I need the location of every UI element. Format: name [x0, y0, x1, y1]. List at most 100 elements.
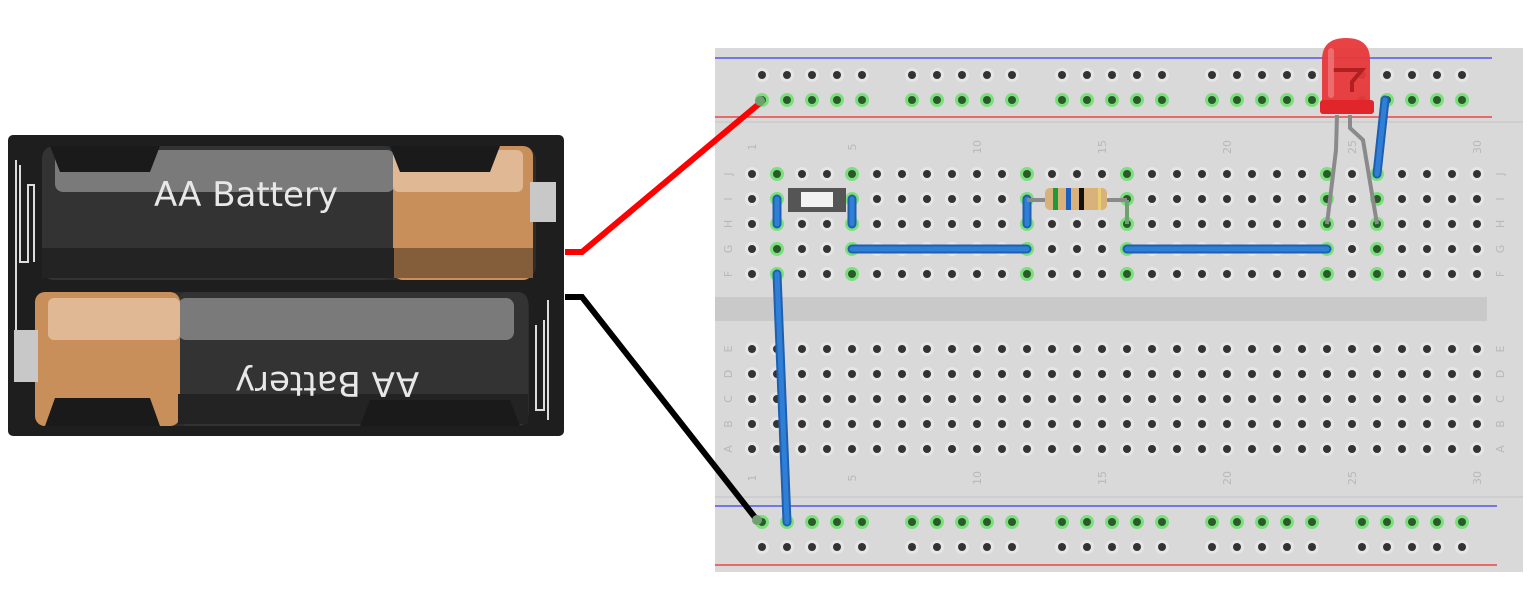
- breadboard-hole-center: [1198, 445, 1206, 453]
- breadboard-hole-center: [1308, 518, 1316, 526]
- breadboard-label: 30: [1471, 471, 1484, 485]
- breadboard-hole-center: [1423, 195, 1431, 203]
- breadboard-hole-center: [808, 518, 816, 526]
- breadboard-hole-center: [1233, 518, 1241, 526]
- breadboard-hole-center: [948, 170, 956, 178]
- breadboard-hole-center: [1123, 170, 1131, 178]
- breadboard-hole-center: [908, 518, 916, 526]
- breadboard-hole-center: [1173, 195, 1181, 203]
- breadboard-label: E: [1494, 345, 1507, 352]
- ground-wire-black[interactable]: [565, 294, 760, 522]
- breadboard-label: D: [1494, 370, 1507, 378]
- breadboard-hole-center: [1383, 518, 1391, 526]
- breadboard-hole-center: [1383, 543, 1391, 551]
- breadboard-hole-center: [998, 345, 1006, 353]
- breadboard-label: 10: [971, 140, 984, 154]
- breadboard-hole-center: [1273, 420, 1281, 428]
- breadboard-hole-center: [1208, 518, 1216, 526]
- breadboard-hole-center: [798, 395, 806, 403]
- breadboard-hole-center: [1023, 420, 1031, 428]
- breadboard-hole-center: [1123, 395, 1131, 403]
- breadboard-hole-center: [1473, 220, 1481, 228]
- breadboard-hole-center: [1083, 71, 1091, 79]
- breadboard-hole-center: [748, 395, 756, 403]
- breadboard-label: J: [1494, 172, 1507, 176]
- breadboard-label: D: [722, 370, 735, 378]
- breadboard-hole-center: [1098, 420, 1106, 428]
- breadboard-hole-center: [1283, 543, 1291, 551]
- breadboard-hole-center: [1273, 270, 1281, 278]
- breadboard-hole-center: [1373, 345, 1381, 353]
- breadboard-hole-center: [1373, 395, 1381, 403]
- breadboard-hole-center: [1448, 395, 1456, 403]
- breadboard-hole-center: [1223, 170, 1231, 178]
- battery-pack[interactable]: AA Battery AA Battery: [8, 135, 564, 436]
- breadboard-hole-center: [973, 420, 981, 428]
- breadboard-hole-center: [1048, 370, 1056, 378]
- breadboard-hole-center: [1298, 445, 1306, 453]
- breadboard-hole-center: [1133, 96, 1141, 104]
- breadboard-hole-center: [1173, 395, 1181, 403]
- breadboard-hole-center: [1398, 170, 1406, 178]
- breadboard-label: 5: [846, 475, 859, 482]
- breadboard-hole-center: [783, 96, 791, 104]
- breadboard-hole-center: [1348, 220, 1356, 228]
- breadboard-hole-center: [1198, 220, 1206, 228]
- breadboard-label: G: [722, 245, 735, 254]
- wire-end: [755, 96, 765, 106]
- breadboard-hole-center: [958, 71, 966, 79]
- breadboard-hole-center: [908, 543, 916, 551]
- breadboard-hole-center: [808, 96, 816, 104]
- breadboard-hole-center: [923, 345, 931, 353]
- breadboard-hole-center: [1323, 270, 1331, 278]
- breadboard-hole-center: [1473, 445, 1481, 453]
- breadboard-hole-center: [808, 543, 816, 551]
- breadboard-hole-center: [873, 370, 881, 378]
- breadboard-hole-center: [1433, 543, 1441, 551]
- breadboard-hole-center: [1373, 245, 1381, 253]
- breadboard-hole-center: [1398, 420, 1406, 428]
- breadboard-hole-center: [1408, 71, 1416, 79]
- breadboard-hole-center: [998, 395, 1006, 403]
- breadboard-hole-center: [1123, 345, 1131, 353]
- breadboard-hole-center: [1258, 71, 1266, 79]
- breadboard-hole-center: [1073, 220, 1081, 228]
- breadboard-label: I: [1494, 197, 1507, 200]
- breadboard-hole-center: [823, 395, 831, 403]
- breadboard-hole-center: [1058, 71, 1066, 79]
- breadboard-hole-center: [758, 543, 766, 551]
- breadboard-hole-center: [983, 543, 991, 551]
- jumper-wire-core: [1374, 97, 1388, 177]
- breadboard-hole-center: [1273, 195, 1281, 203]
- breadboard-hole-center: [1298, 345, 1306, 353]
- breadboard-hole-center: [973, 195, 981, 203]
- breadboard-hole-center: [898, 195, 906, 203]
- breadboard-hole-center: [1123, 420, 1131, 428]
- breadboard-hole-center: [1423, 420, 1431, 428]
- resistor[interactable]: [1027, 188, 1129, 224]
- breadboard-hole-center: [923, 220, 931, 228]
- breadboard-hole-center: [1048, 170, 1056, 178]
- breadboard-hole-center: [1433, 518, 1441, 526]
- breadboard-hole-center: [948, 270, 956, 278]
- breadboard-hole-center: [1048, 245, 1056, 253]
- breadboard-hole-center: [1248, 420, 1256, 428]
- breadboard-hole-center: [1098, 370, 1106, 378]
- breadboard-hole-center: [1148, 220, 1156, 228]
- red-led[interactable]: [1320, 38, 1379, 225]
- breadboard-hole-center: [1083, 543, 1091, 551]
- breadboard-hole-center: [1158, 543, 1166, 551]
- pushbutton[interactable]: [788, 188, 846, 212]
- breadboard-hole-center: [973, 370, 981, 378]
- breadboard-hole-center: [948, 345, 956, 353]
- breadboard-hole-center: [898, 270, 906, 278]
- power-wire-red[interactable]: [565, 100, 762, 255]
- breadboard-hole-center: [798, 220, 806, 228]
- breadboard-hole-center: [748, 195, 756, 203]
- breadboard-label: F: [722, 271, 735, 277]
- breadboard-hole-center: [848, 270, 856, 278]
- breadboard-hole-center: [873, 395, 881, 403]
- breadboard-hole-center: [1398, 245, 1406, 253]
- breadboard-hole-center: [798, 345, 806, 353]
